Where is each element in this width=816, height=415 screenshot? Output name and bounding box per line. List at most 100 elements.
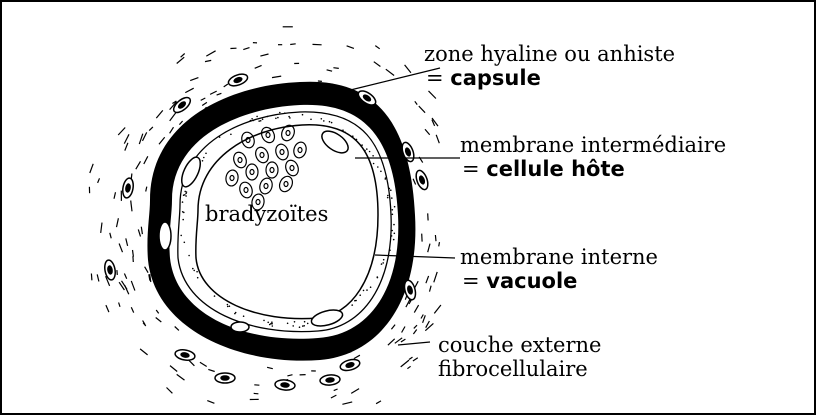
stipple-dot <box>355 300 357 302</box>
stipple-dot <box>366 289 368 291</box>
stipple-dot <box>307 323 309 325</box>
fiber-dash <box>125 143 128 151</box>
fiber-dash <box>177 374 185 380</box>
fiber-dash <box>170 366 177 372</box>
fiber-dash <box>190 78 198 81</box>
fiber-dash <box>149 127 153 131</box>
stipple-dot <box>385 178 387 180</box>
fiber-dash <box>146 187 147 192</box>
fiber-dash <box>156 110 163 118</box>
stipple-dot <box>253 120 255 122</box>
stipple-dot <box>392 209 394 211</box>
stipple-dot <box>267 116 269 118</box>
fiber-dash <box>260 54 268 56</box>
stipple-dot <box>329 121 331 123</box>
label-vacuole-line1: membrane interne <box>460 245 658 269</box>
stipple-dot <box>275 118 277 120</box>
label-host-cell: membrane intermédiaire = cellule hôte <box>460 133 726 181</box>
stipple-dot <box>377 166 379 168</box>
fiber-dash <box>170 127 174 133</box>
stipple-dot <box>180 235 182 237</box>
fiber-dash <box>140 349 148 355</box>
fiber-dash <box>375 46 379 49</box>
fiber-dash <box>138 229 140 236</box>
stipple-dot <box>183 212 185 214</box>
fiber-dash <box>181 54 185 58</box>
fiber-dash <box>354 355 360 358</box>
fiber-dash <box>351 389 359 394</box>
fiber-dash <box>290 44 296 45</box>
label-capsule: zone hyaline ou anhiste = capsule <box>424 42 675 90</box>
fiber-dash <box>426 321 430 328</box>
stipple-dot <box>363 290 365 292</box>
fiber-dash <box>415 101 417 104</box>
label-host-cell-line1: membrane intermédiaire <box>460 133 726 157</box>
stipple-dot <box>182 219 184 221</box>
fiber-dash <box>413 330 416 335</box>
fiber-dash <box>401 339 406 342</box>
stipple-dot <box>323 120 325 122</box>
fiber-dash <box>126 238 128 246</box>
fiber-dash <box>391 325 395 330</box>
stipple-dot <box>373 163 375 165</box>
fiber-dash <box>159 137 165 144</box>
stipple-dot <box>389 249 391 251</box>
stipple-dot <box>219 136 221 138</box>
fiber-dash <box>423 315 426 323</box>
fiber-dash <box>97 274 99 281</box>
stipple-dot <box>272 325 274 327</box>
stipple-dot <box>351 304 353 306</box>
stipple-dot <box>262 119 264 121</box>
stipple-dot <box>188 255 190 257</box>
label-capsule-prefix: = <box>426 66 450 90</box>
fiber-dash <box>208 369 214 371</box>
label-capsule-term: capsule <box>450 66 541 90</box>
stipple-dot <box>387 195 389 197</box>
stipple-dot <box>387 197 389 199</box>
fiber-dash <box>334 389 338 391</box>
stipple-dot <box>302 114 304 116</box>
fiber-dash <box>414 305 418 313</box>
stipple-dot <box>202 160 204 162</box>
fiber-dash <box>131 201 132 212</box>
stipple-dot <box>214 295 216 297</box>
stipple-dot <box>391 230 393 232</box>
fiber-dash <box>436 135 439 143</box>
fiber-dash <box>414 325 417 328</box>
fiber-dash <box>210 91 217 94</box>
fiber-dash <box>106 305 109 312</box>
fiber-dash <box>429 91 436 99</box>
stipple-dot <box>284 112 286 114</box>
stipple-dot <box>359 294 361 296</box>
label-capsule-line1: zone hyaline ou anhiste <box>424 42 675 66</box>
fiber-dash <box>144 156 148 164</box>
stipple-dot <box>393 239 395 241</box>
stipple-dot <box>303 325 305 327</box>
fiber-dash <box>124 134 129 143</box>
fiber-dash <box>90 164 93 173</box>
fiber-dash <box>374 62 381 67</box>
stipple-dot <box>366 148 368 150</box>
fiber-dash <box>255 65 262 68</box>
fiber-dash <box>347 46 354 49</box>
stipple-dot <box>277 117 279 119</box>
fiber-dash <box>388 339 395 345</box>
stipple-dot <box>331 122 333 124</box>
fiber-dash <box>98 178 100 183</box>
stipple-dot <box>271 321 273 323</box>
stipple-dot <box>393 224 395 226</box>
stipple-dot <box>394 233 396 235</box>
fiber-dash <box>179 121 182 125</box>
stipple-dot <box>192 268 194 270</box>
fiber-dash <box>376 401 381 404</box>
fiber-dash <box>110 233 111 239</box>
fiber-dash <box>426 276 429 283</box>
label-outer-layer: couche externe fibrocellulaire <box>438 333 601 381</box>
stipple-dot <box>369 151 371 153</box>
stipple-dot <box>227 304 229 306</box>
stipple-dot <box>279 112 281 114</box>
stipple-dot <box>287 323 289 325</box>
fiber-dash <box>421 315 423 319</box>
stipple-dot <box>288 116 290 118</box>
